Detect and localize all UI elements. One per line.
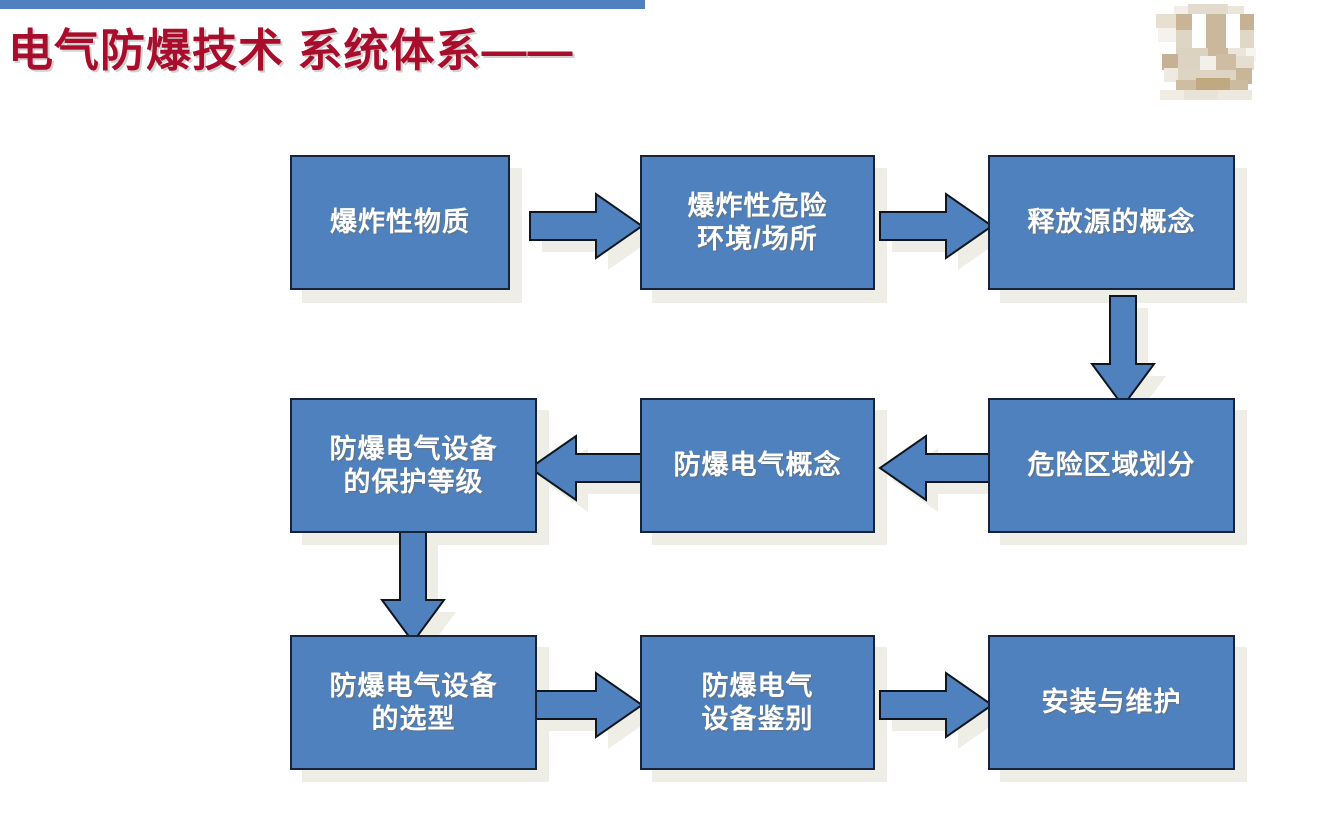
top-accent-bar — [0, 0, 645, 9]
arrow-n8-n9 — [879, 671, 1004, 749]
flow-node-explosive-substance[interactable]: 爆炸性物质 — [290, 155, 510, 290]
flow-node-release-source-concept[interactable]: 释放源的概念 — [988, 155, 1235, 290]
flow-node-equipment-identification[interactable]: 防爆电气 设备鉴别 — [640, 635, 875, 770]
flow-node-hazardous-area-classification[interactable]: 危险区域划分 — [988, 398, 1235, 533]
arrow-n2-n3 — [879, 192, 1004, 270]
logo-svg — [1148, 4, 1260, 102]
arrow-n1-n2 — [529, 192, 654, 270]
flow-node-installation-and-maintenance[interactable]: 安装与维护 — [988, 635, 1235, 770]
arrow-n5-n6 — [528, 434, 664, 512]
flow-node-explosion-proof-electrical-concept[interactable]: 防爆电气概念 — [640, 398, 875, 533]
pixelated-logo-icon — [1148, 4, 1260, 102]
arrow-n6-n7 — [380, 531, 456, 654]
arrow-n7-n8 — [529, 671, 654, 749]
arrow-n3-n4 — [1090, 295, 1166, 418]
page-title: 电气防爆技术 系统体系—— — [8, 25, 574, 76]
flow-node-explosive-hazard-environment[interactable]: 爆炸性危险 环境/场所 — [640, 155, 875, 290]
flow-node-protection-level[interactable]: 防爆电气设备 的保护等级 — [290, 398, 537, 533]
flow-node-equipment-selection[interactable]: 防爆电气设备 的选型 — [290, 635, 537, 770]
